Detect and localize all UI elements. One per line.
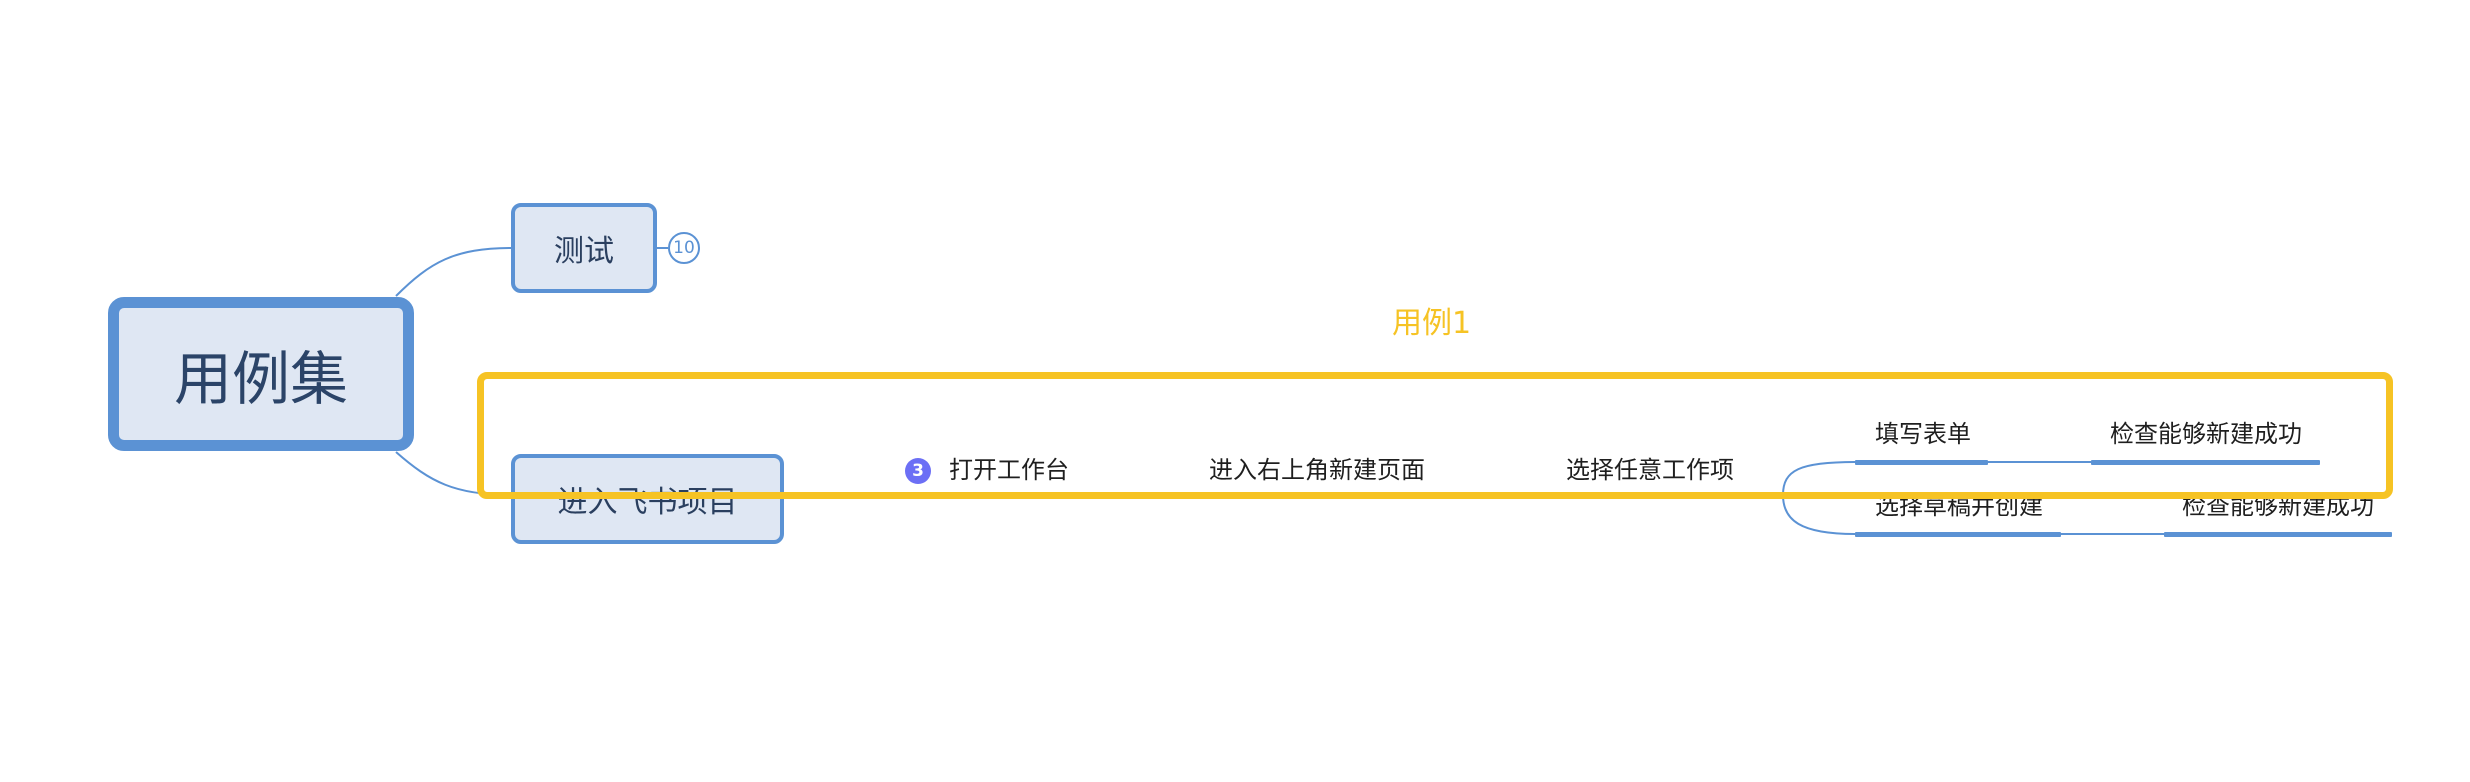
step-select-draft-underline — [1855, 532, 2061, 537]
step-select-work-item[interactable]: 选择任意工作项 — [1566, 456, 1734, 484]
priority-badge: 3 — [905, 458, 931, 484]
step-enter-new-page[interactable]: 进入右上角新建页面 — [1209, 456, 1425, 484]
step-fill-form[interactable]: 填写表单 — [1875, 420, 1971, 448]
result-upper-underline — [2091, 460, 2320, 465]
collapsed-count-value: 10 — [673, 238, 695, 258]
result-create-success-upper[interactable]: 检查能够新建成功 — [2110, 420, 2302, 448]
collapsed-count-badge[interactable]: 10 — [668, 232, 700, 264]
connector-fork-lower — [1782, 494, 1856, 535]
step-select-draft-create[interactable]: 选择草稿并创建 — [1875, 492, 2043, 520]
result-lower-underline — [2164, 532, 2392, 537]
connector-root-to-test — [395, 247, 512, 297]
root-topic[interactable]: 用例集 — [108, 297, 414, 451]
boundary-title[interactable]: 用例1 — [1392, 306, 1472, 341]
topic-enter-feishu-project-label: 进入飞书项目 — [557, 485, 738, 520]
connector-fork-upper — [1782, 461, 1856, 496]
step-fill-form-underline — [1855, 460, 1988, 465]
step-open-workbench[interactable]: 打开工作台 — [949, 456, 1069, 484]
priority-value: 3 — [912, 461, 924, 481]
connector-root-to-feishu — [395, 451, 512, 496]
topic-enter-feishu-project[interactable]: 进入飞书项目 — [511, 454, 784, 544]
result-create-success-lower[interactable]: 检查能够新建成功 — [2182, 492, 2374, 520]
topic-test-label: 测试 — [554, 234, 614, 269]
root-topic-label: 用例集 — [173, 345, 348, 413]
topic-test[interactable]: 测试 — [511, 203, 657, 293]
